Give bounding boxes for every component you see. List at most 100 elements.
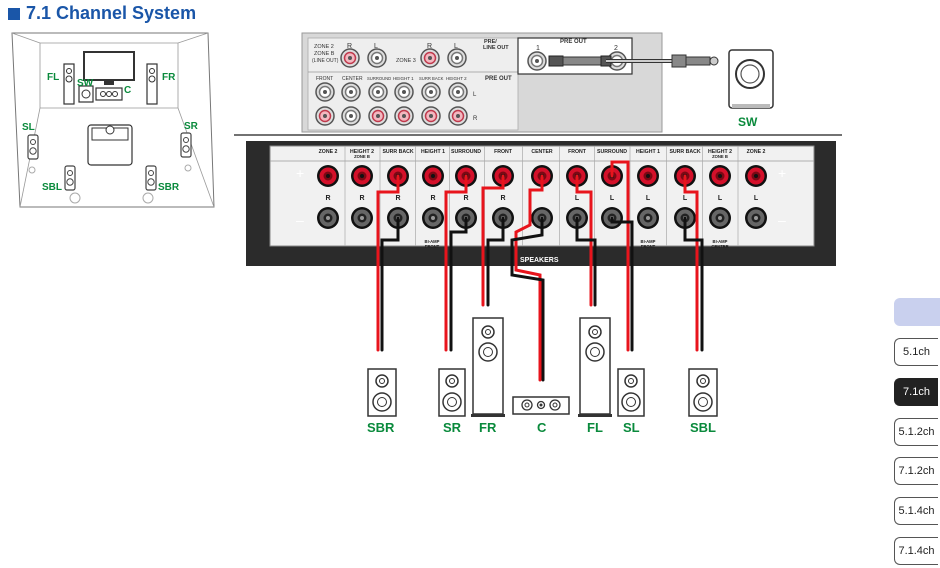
terminal-header-8: SURROUND — [597, 149, 627, 155]
label-sw: SW — [738, 115, 758, 129]
terminal-minus-12 — [745, 207, 767, 229]
room-label-fl: FL — [47, 72, 59, 83]
speaker-sbl — [688, 368, 718, 417]
room-speaker-fl — [63, 63, 75, 105]
channel-letter-0: R — [325, 195, 330, 202]
terminal-minus-3 — [422, 207, 444, 229]
room-label-fr: FR — [162, 72, 176, 83]
minus-label-left: – — [296, 212, 304, 228]
svg-text:L: L — [454, 43, 458, 50]
terminal-minus-11 — [709, 207, 731, 229]
preout-label-left: PRE OUT — [485, 76, 512, 82]
sidebar-blank-tab — [894, 298, 940, 326]
room-label-sbr: SBR — [158, 182, 180, 193]
terminal-header-5: FRONT — [494, 149, 513, 155]
channel-letter-4: R — [463, 195, 468, 202]
svg-text:(LINE OUT): (LINE OUT) — [312, 58, 339, 64]
label-sbl: SBL — [690, 420, 716, 435]
heading-square-icon — [8, 7, 20, 20]
terminal-plus-0 — [317, 165, 339, 187]
svg-text:PRE/: PRE/ — [484, 39, 497, 45]
svg-text:R: R — [473, 116, 478, 122]
terminal-minus-1 — [351, 207, 373, 229]
label-fr: FR — [479, 420, 497, 435]
room-label-sbl: SBL — [42, 182, 62, 193]
svg-text:R: R — [427, 43, 432, 50]
terminal-header-6: CENTER — [531, 149, 553, 155]
speaker-sr — [438, 368, 466, 417]
speaker-fr — [471, 317, 505, 417]
speakers-label: SPEAKERS — [520, 257, 559, 264]
room-layout: FL SW C FR SL SR SBL SBR — [11, 32, 215, 208]
tab-7-1ch[interactable]: 7.1ch — [894, 378, 938, 406]
tab-5-1ch[interactable]: 5.1ch — [894, 338, 938, 366]
room-speaker-fr — [146, 63, 158, 105]
terminal-plus-12 — [745, 165, 767, 187]
terminal-header-3: HEIGHT 1 — [421, 149, 445, 155]
tab-7-1-2ch[interactable]: 7.1.2ch — [894, 457, 938, 485]
channel-letter-2: R — [395, 195, 400, 202]
svg-text:1: 1 — [536, 45, 540, 52]
svg-text:2: 2 — [614, 45, 618, 52]
biamp-label: BI-AMP — [641, 239, 656, 244]
terminal-header-10: SURR BACK — [669, 149, 700, 155]
biamp-label: CENTER — [711, 244, 728, 249]
svg-text:FRONT: FRONT — [316, 76, 333, 82]
speaker-wires — [376, 160, 704, 382]
label-sbr: SBR — [367, 420, 395, 435]
plus-label-left: + — [296, 165, 304, 181]
svg-text:L: L — [374, 43, 378, 50]
zone3-label: ZONE 3 — [396, 58, 416, 64]
channel-letter-7: L — [575, 195, 580, 202]
terminal-plus-9 — [637, 165, 659, 187]
channel-letter-10: L — [683, 195, 688, 202]
speaker-sbr — [367, 368, 397, 417]
terminal-plus-11 — [709, 165, 731, 187]
plus-label-right: + — [778, 165, 786, 181]
channel-letter-5: R — [500, 195, 505, 202]
label-c: C — [537, 420, 547, 435]
svg-text:HEIGHT 2: HEIGHT 2 — [446, 76, 467, 81]
biamp-label: FRONT — [425, 244, 440, 249]
terminal-minus-9 — [637, 207, 659, 229]
tab-7-1-4ch[interactable]: 7.1.4ch — [894, 537, 938, 565]
terminal-header-11: HEIGHT 2 — [708, 149, 732, 155]
room-label-sr: SR — [184, 121, 199, 132]
room-label-c: C — [124, 85, 131, 96]
terminal-header-1: ZONE B — [354, 154, 370, 159]
minus-label-right: – — [778, 212, 786, 228]
tab-5-1-2ch[interactable]: 5.1.2ch — [894, 418, 938, 446]
svg-text:SURR BACK: SURR BACK — [419, 76, 444, 81]
label-sr: SR — [443, 420, 462, 435]
terminal-header-2: SURR BACK — [382, 149, 413, 155]
terminal-minus-0 — [317, 207, 339, 229]
terminal-header-7: FRONT — [568, 149, 587, 155]
preout-column-labels: FRONT CENTER SURROUND HEIGHT 1 SURR BACK… — [316, 76, 467, 82]
terminal-header-11: ZONE B — [712, 154, 728, 159]
terminal-header-4: SURROUND — [451, 149, 481, 155]
section-heading: 7.1 Channel System — [8, 3, 196, 24]
label-sl: SL — [623, 420, 640, 435]
tab-5-1-4ch[interactable]: 5.1.4ch — [894, 497, 938, 525]
biamp-label: BI-AMP — [713, 239, 728, 244]
room-label-sl: SL — [22, 122, 35, 133]
page-title: 7.1 Channel System — [26, 3, 197, 23]
terminal-plus-1 — [351, 165, 373, 187]
terminal-header-12: ZONE 2 — [747, 149, 766, 155]
speaker-fl — [578, 317, 612, 417]
room-label-sw: SW — [77, 78, 94, 89]
channel-letter-3: R — [430, 195, 435, 202]
svg-text:L: L — [473, 92, 477, 98]
subwoofer: SW — [728, 49, 774, 129]
speaker-c — [512, 396, 570, 415]
label-fl: FL — [587, 420, 603, 435]
svg-text:HEIGHT 1: HEIGHT 1 — [393, 76, 414, 81]
back-panel-preout: ZONE 2 ZONE B (LINE OUT) R L ZONE 3 R L … — [301, 32, 719, 133]
biamp-label: FRONT — [641, 244, 656, 249]
channel-letter-1: R — [359, 195, 364, 202]
channel-letter-8: L — [610, 195, 615, 202]
preout-label: PRE OUT — [560, 39, 587, 45]
svg-text:R: R — [347, 43, 352, 50]
